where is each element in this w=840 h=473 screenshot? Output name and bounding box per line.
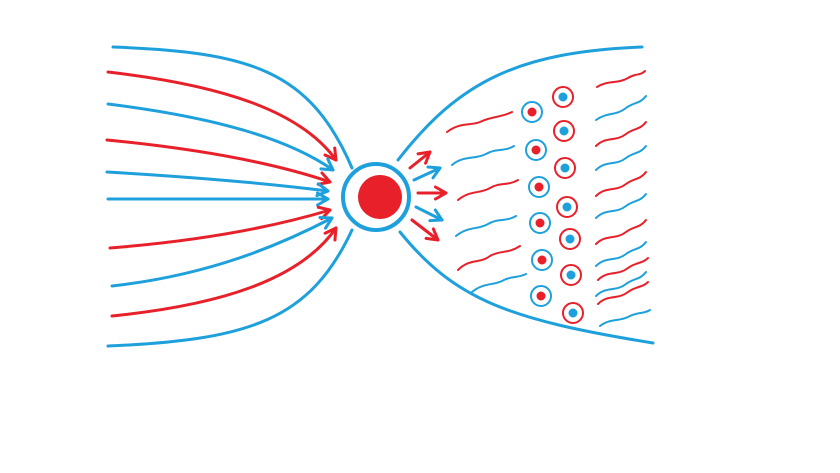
- particle: [559, 228, 581, 250]
- central-star: [341, 162, 411, 232]
- wavy-line-blue: [451, 145, 515, 166]
- outgoing-arrow-red: [408, 150, 432, 170]
- wavy-line-red: [596, 70, 646, 88]
- incoming-line-blue: [105, 170, 330, 198]
- particle: [554, 157, 576, 179]
- wavy-line-red: [597, 257, 649, 281]
- wavy-line-blue: [595, 95, 647, 121]
- particle: [521, 101, 543, 123]
- outgoing-arrow-red: [410, 218, 440, 242]
- outgoing-arrow-blue: [412, 165, 442, 182]
- wavy-lines-far: [595, 70, 651, 327]
- wavy-line-blue: [599, 309, 651, 327]
- right-lower-boundary-line: [398, 230, 655, 345]
- particle: [552, 86, 574, 108]
- incoming-line-red: [108, 205, 332, 250]
- particle: [562, 302, 584, 324]
- particle: [556, 196, 578, 218]
- wavy-line-red: [457, 179, 519, 201]
- particles: [521, 86, 584, 324]
- incoming-line-blue: [110, 216, 334, 288]
- incoming-line-blue: [106, 102, 335, 172]
- right-upper-boundary-line: [396, 45, 644, 162]
- wavy-line-blue: [595, 241, 647, 267]
- wavy-line-red: [597, 281, 649, 305]
- particle: [528, 176, 550, 198]
- wavy-line-red: [595, 171, 647, 197]
- wavy-line-blue: [595, 271, 647, 297]
- outgoing-arrows: [408, 150, 448, 242]
- particle: [525, 139, 547, 161]
- particle: [529, 212, 551, 234]
- wavy-line-red: [457, 245, 521, 271]
- wavy-line-blue: [455, 215, 517, 237]
- left-upper-boundary-line: [111, 45, 354, 170]
- left-lower-boundary-line: [106, 228, 354, 348]
- incoming-line-red: [106, 70, 338, 162]
- outgoing-arrow-blue: [414, 205, 444, 223]
- wavy-line-red: [595, 121, 647, 147]
- particle: [553, 120, 575, 142]
- incoming-line-red: [110, 226, 338, 318]
- incoming-lines: [105, 70, 338, 318]
- central-star-core: [358, 175, 402, 219]
- wavy-line-blue: [595, 145, 647, 171]
- particle: [530, 285, 552, 307]
- particle: [560, 264, 582, 286]
- particle: [531, 249, 553, 271]
- wavy-line-red: [446, 111, 513, 133]
- incoming-line-red: [105, 138, 332, 186]
- wavy-line-red: [595, 219, 647, 245]
- wavy-lines-near: [446, 111, 527, 293]
- wavy-line-blue: [471, 273, 527, 293]
- wavy-line-blue: [595, 193, 647, 219]
